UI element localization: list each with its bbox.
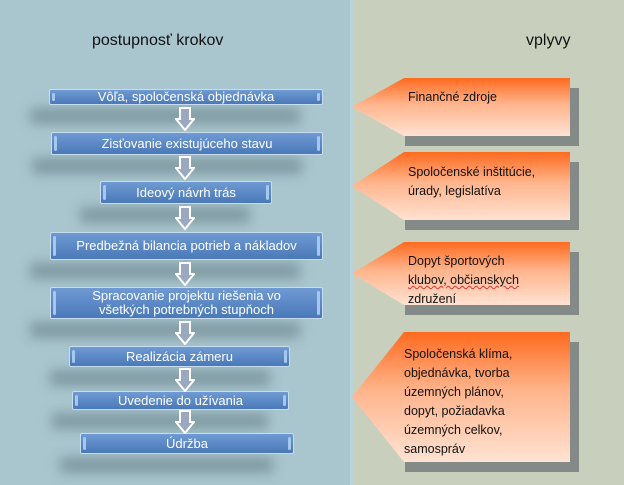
steps-title: postupnosť krokov <box>92 32 224 49</box>
step-shadow <box>30 263 300 279</box>
step-6: Realizácia zámeru <box>69 346 290 367</box>
down-arrow-icon <box>175 321 195 345</box>
influence-2 <box>352 152 570 220</box>
step-shadow <box>60 457 273 473</box>
influences-title: vplyvy <box>526 32 571 49</box>
down-arrow-icon <box>175 368 195 392</box>
step-shadow <box>52 413 268 429</box>
down-arrow-icon <box>175 410 195 434</box>
influence-4 <box>352 332 570 462</box>
down-arrow-icon <box>175 262 195 286</box>
step-7: Uvedenie do užívania <box>72 391 289 410</box>
influence-3 <box>352 242 570 305</box>
step-1: Vôľa, spoločenská objednávka <box>49 89 323 105</box>
down-arrow-icon <box>175 107 195 131</box>
step-shadow <box>30 108 300 124</box>
divider <box>350 0 353 485</box>
step-2: Zisťovanie existujúceho stavu <box>51 132 323 155</box>
influence-1 <box>352 78 570 136</box>
step-shadow <box>30 322 300 338</box>
step-shadow <box>50 370 270 386</box>
influence-2-text: Spoločenské inštitúcie,úrady, legislatív… <box>408 165 536 198</box>
influence-1-text: Finančné zdroje <box>408 90 497 104</box>
step-4: Predbežná bilancia potrieb a nákladov <box>50 232 323 260</box>
step-8: Údržba <box>80 433 294 454</box>
step-shadow <box>80 207 250 223</box>
step-5: Spracovanie projektu riešenia vo všetkýc… <box>50 287 323 319</box>
step-3: Ideový návrh trás <box>100 181 272 204</box>
down-arrow-icon <box>175 206 195 230</box>
step-shadow <box>32 158 302 174</box>
down-arrow-icon <box>175 156 195 180</box>
